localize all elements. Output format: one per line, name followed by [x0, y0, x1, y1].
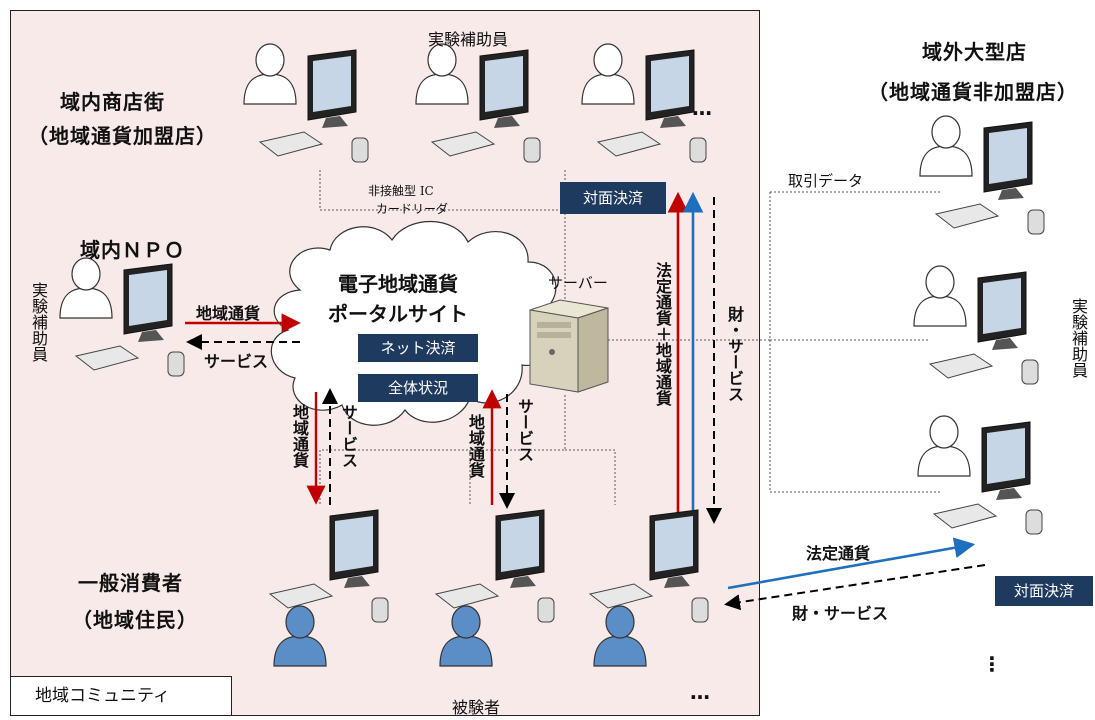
ellipsis-top: …	[692, 96, 712, 120]
overall-status-box: 全体状況	[358, 374, 478, 402]
people-group	[59, 43, 1045, 667]
flow-consumer1-down: 地域通貨	[290, 404, 309, 468]
card-reader-icon	[351, 137, 369, 163]
card-reader-icon	[689, 137, 707, 163]
monitor-icon	[983, 121, 1033, 200]
subjects-label: 被験者	[452, 698, 501, 717]
person-icon	[593, 605, 647, 667]
card-reader-icon	[1021, 359, 1039, 385]
flow-npo-in: 地域通貨	[196, 304, 261, 323]
person-icon	[581, 43, 635, 105]
assistant-station-1	[243, 43, 369, 163]
consumers-subtitle: （地域住民）	[72, 608, 198, 632]
portal-title-1: 電子地域通貨	[338, 272, 458, 296]
card-reader-icon	[1025, 509, 1043, 535]
flow-npo-out: サービス	[204, 352, 269, 371]
npo-station	[59, 257, 185, 377]
flow-goods-services: 財・サービス	[725, 306, 744, 402]
monitor-icon	[329, 509, 379, 588]
card-reader-icon	[167, 351, 185, 377]
consumers-title: 一般消費者	[78, 571, 183, 595]
transaction-data-label: 取引データ	[788, 172, 864, 190]
card-reader-icon	[1027, 209, 1045, 235]
person-icon	[439, 605, 493, 667]
face-payment-outer-box: 対面決済	[995, 576, 1093, 606]
external-station-1	[919, 115, 1045, 235]
person-icon	[913, 265, 967, 327]
assistant-left-label: 実験補助員	[29, 282, 48, 362]
keyboard-icon	[932, 503, 998, 529]
card-reader-icon	[691, 597, 709, 623]
npo-title: 域内ＮＰＯ	[80, 238, 185, 262]
keyboard-icon	[596, 131, 662, 157]
person-icon	[243, 43, 297, 105]
local-shops-subtitle: （地域通貨加盟店）	[28, 124, 217, 148]
monitor-icon	[123, 263, 173, 342]
keyboard-icon	[434, 583, 500, 609]
assistant-station-3	[581, 43, 707, 163]
card-reader-label-2: カードリーダ	[376, 202, 449, 216]
portal-title-2: ポータルサイト	[328, 302, 468, 326]
external-station-3	[917, 415, 1043, 535]
ellipsis-right: ⋮	[982, 652, 1002, 676]
person-icon	[59, 257, 113, 319]
person-icon	[415, 43, 469, 105]
card-reader-icon	[523, 137, 541, 163]
assistant-top-label: 実験補助員	[428, 30, 509, 49]
assistant-right-label: 実験補助員	[1069, 298, 1088, 378]
card-reader-icon	[371, 597, 389, 623]
external-station-2	[913, 265, 1039, 385]
flow-consumer2-down: サービス	[515, 398, 534, 462]
flow-consumer2-up: 地域通貨	[466, 414, 485, 478]
person-icon	[273, 605, 327, 667]
monitor-icon	[977, 271, 1027, 350]
person-icon	[919, 115, 973, 177]
net-payment-box: ネット決済	[358, 334, 478, 362]
monitor-icon	[649, 509, 699, 588]
monitor-icon	[495, 509, 545, 588]
flow-legal-tender: 法定通貨	[806, 544, 871, 563]
face-payment-inner-box: 対面決済	[560, 182, 666, 214]
keyboard-icon	[588, 583, 654, 609]
server-icon	[529, 299, 609, 393]
keyboard-icon	[430, 131, 496, 157]
assistant-station-2	[415, 43, 541, 163]
community-label: 地域コミュニティ	[10, 676, 232, 716]
keyboard-icon	[928, 353, 994, 379]
monitor-icon	[307, 49, 357, 128]
local-shops-title: 域内商店街	[60, 90, 165, 114]
keyboard-icon	[268, 583, 334, 609]
subject-station-3	[588, 509, 709, 667]
card-reader-icon	[537, 597, 555, 623]
flow-consumer1-up: サービス	[339, 404, 358, 468]
external-subtitle: （地域通貨非加盟店）	[868, 80, 1078, 104]
keyboard-icon	[74, 345, 140, 371]
keyboard-icon	[934, 203, 1000, 229]
person-icon	[917, 415, 971, 477]
card-reader-label-1: 非接触型 IC	[368, 184, 434, 198]
keyboard-icon	[258, 131, 324, 157]
server-label: サーバー	[548, 274, 608, 292]
flow-mixed-currency: 法定通貨＋地域通貨	[653, 262, 672, 406]
ellipsis-bottom: …	[690, 680, 710, 704]
subject-station-2	[434, 509, 555, 667]
flow-goods-in: 財・サービス	[792, 604, 889, 623]
monitor-icon	[981, 421, 1031, 500]
monitor-icon	[645, 49, 695, 128]
subject-station-1	[268, 509, 389, 667]
external-title: 域外大型店	[922, 40, 1027, 64]
monitor-icon	[479, 49, 529, 128]
